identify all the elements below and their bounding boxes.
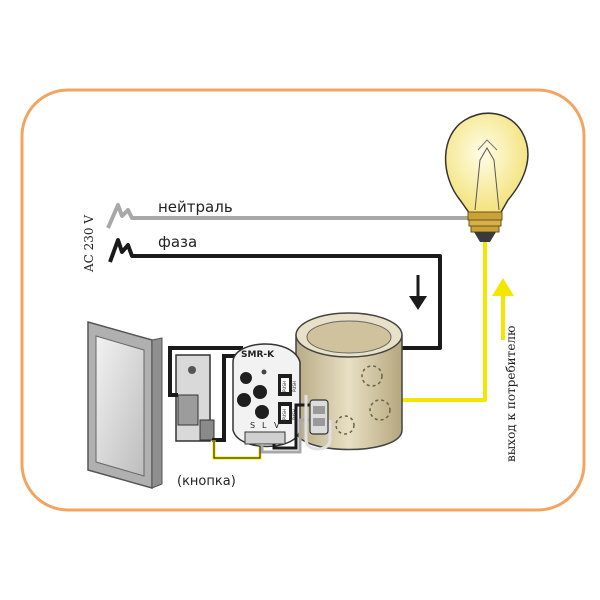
button-label: (кнопка) [177, 474, 236, 489]
wire-connector-icon [309, 399, 329, 435]
arrow-up-icon [492, 278, 514, 340]
button-wires [168, 346, 262, 460]
module-terminal-wires [260, 395, 332, 454]
terminal-l-label: L [262, 421, 267, 430]
neutral-wire [106, 203, 468, 229]
output-label: выход к потребителю [504, 326, 518, 463]
diagram-frame [20, 88, 586, 512]
terminal-v-label: V [274, 421, 280, 430]
switch-terminal-block [175, 354, 215, 442]
phase-label: фаза [158, 233, 197, 251]
neutral-label: нейтраль [158, 198, 233, 216]
phase-wire [108, 238, 442, 350]
light-bulb-icon [444, 112, 529, 242]
dip-upper-label-2: PUSH [292, 381, 297, 392]
wall-switch-icon [87, 321, 163, 489]
device-model-label: SMR-K [241, 350, 275, 360]
voltage-label: AC 230 V [82, 215, 96, 273]
smr-module-icon [232, 343, 301, 448]
arrow-down-icon [409, 275, 427, 310]
dip-upper-label: PUSH [282, 381, 287, 392]
terminal-s-label: S [250, 421, 255, 430]
dip-lower-label: PUSH [282, 409, 287, 420]
